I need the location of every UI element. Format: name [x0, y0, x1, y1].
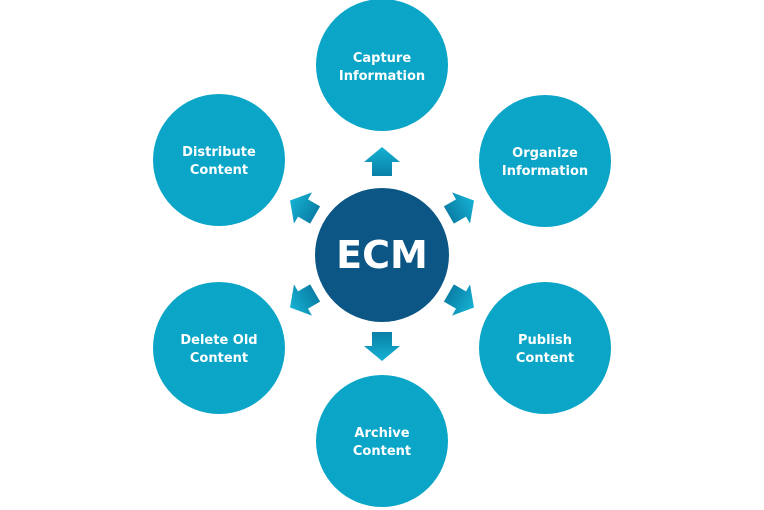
- arrows: [290, 147, 474, 361]
- node-label-line-2: Content: [353, 444, 411, 459]
- node-circle: [153, 282, 285, 414]
- hub-circle: [315, 188, 449, 322]
- node-circle: [153, 94, 285, 226]
- arrow-to-archive: [364, 332, 400, 361]
- node-label-line-1: Delete Old: [180, 333, 257, 348]
- node-circle: [316, 0, 448, 131]
- arrow-to-delete: [290, 284, 321, 316]
- arrow-down-left-icon: [290, 284, 321, 316]
- node-label-line-2: Information: [339, 69, 425, 84]
- node-archive: Archive Content: [316, 375, 448, 507]
- node-delete: Delete Old Content: [153, 282, 285, 414]
- node-label-line-1: Capture: [353, 51, 411, 66]
- node-circle: [316, 375, 448, 507]
- node-label-line-1: Distribute: [182, 145, 256, 160]
- arrow-up-right-icon: [443, 192, 474, 224]
- arrow-to-capture: [364, 147, 400, 176]
- hub-label: ECM: [336, 233, 428, 277]
- node-label-line-1: Publish: [518, 333, 572, 348]
- arrow-to-distribute: [290, 192, 321, 224]
- arrow-up-left-icon: [290, 192, 321, 224]
- arrow-to-publish: [443, 284, 474, 316]
- node-distribute: Distribute Content: [153, 94, 285, 226]
- node-label-line-1: Organize: [512, 146, 578, 161]
- node-label-line-2: Content: [516, 351, 574, 366]
- arrow-down-right-icon: [443, 284, 474, 316]
- node-label-line-2: Content: [190, 351, 248, 366]
- node-capture: Capture Information: [316, 0, 448, 131]
- hub: ECM: [315, 188, 449, 322]
- node-circle: [479, 282, 611, 414]
- arrow-down-icon: [364, 332, 400, 361]
- arrow-to-organize: [443, 192, 474, 224]
- node-publish: Publish Content: [479, 282, 611, 414]
- arrow-up-icon: [364, 147, 400, 176]
- node-label-line-2: Information: [502, 164, 588, 179]
- node-circle: [479, 95, 611, 227]
- node-label-line-1: Archive: [354, 426, 409, 441]
- node-label-line-2: Content: [190, 163, 248, 178]
- node-organize: Organize Information: [479, 95, 611, 227]
